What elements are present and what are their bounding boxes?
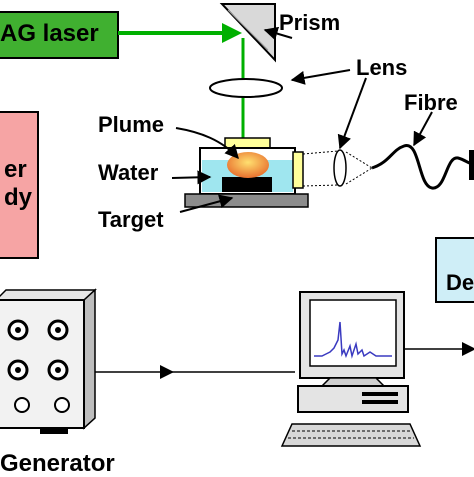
generator-side <box>83 288 96 430</box>
plume-label: Plume <box>98 112 165 137</box>
plume <box>227 152 269 178</box>
collection-lens <box>333 149 347 187</box>
focus-lens <box>209 78 283 98</box>
focus-line-top <box>345 151 373 169</box>
water-pointer <box>171 170 212 185</box>
computer-base <box>297 385 409 413</box>
plume-pointer <box>175 127 239 160</box>
fibre-label: Fibre <box>404 90 458 115</box>
generator-cable-arrow <box>160 365 174 379</box>
knob <box>14 397 30 413</box>
fibre-pointer <box>413 111 433 147</box>
laser-label: AG laser <box>0 20 99 47</box>
collection-line-bottom <box>302 184 339 187</box>
prism-pointer <box>263 26 293 41</box>
left-box-label-1: er <box>4 156 27 183</box>
knob <box>54 397 70 413</box>
lens-pointer-1 <box>290 69 351 85</box>
cell-side-window <box>292 151 304 189</box>
bnc-connector <box>15 327 21 333</box>
drive-slot <box>362 392 398 396</box>
drive-slot <box>362 400 398 404</box>
prism-label: Prism <box>279 10 341 35</box>
target-label: Target <box>98 207 164 232</box>
focus-line-bottom <box>345 167 373 185</box>
monitor-stand <box>320 377 386 387</box>
fibre-cable <box>371 144 474 190</box>
generator-foot <box>40 428 68 434</box>
generator-connectors <box>7 319 70 413</box>
lens-label: Lens <box>356 55 408 80</box>
detector-label: De <box>446 270 474 295</box>
fibre-connector <box>469 150 474 180</box>
spectrum-trace <box>314 321 392 359</box>
prism-shade <box>227 9 269 51</box>
computer-cable-arrow <box>462 342 474 356</box>
generator-label: Generator <box>0 450 115 477</box>
lens-pointer-2 <box>337 77 367 150</box>
left-box-label-2: dy <box>4 184 33 211</box>
target-block <box>222 177 272 192</box>
left-box <box>0 111 39 259</box>
bnc-connector <box>15 367 21 373</box>
detector-box <box>435 237 474 303</box>
bnc-connector <box>55 367 61 373</box>
keyboard <box>280 423 422 447</box>
bnc-connector <box>55 327 61 333</box>
target-pointer <box>179 194 234 213</box>
collection-line-top <box>302 150 339 155</box>
water-label: Water <box>98 160 159 185</box>
cell-top-window <box>224 137 271 149</box>
generator-top <box>0 289 97 301</box>
base-plate <box>184 193 309 208</box>
